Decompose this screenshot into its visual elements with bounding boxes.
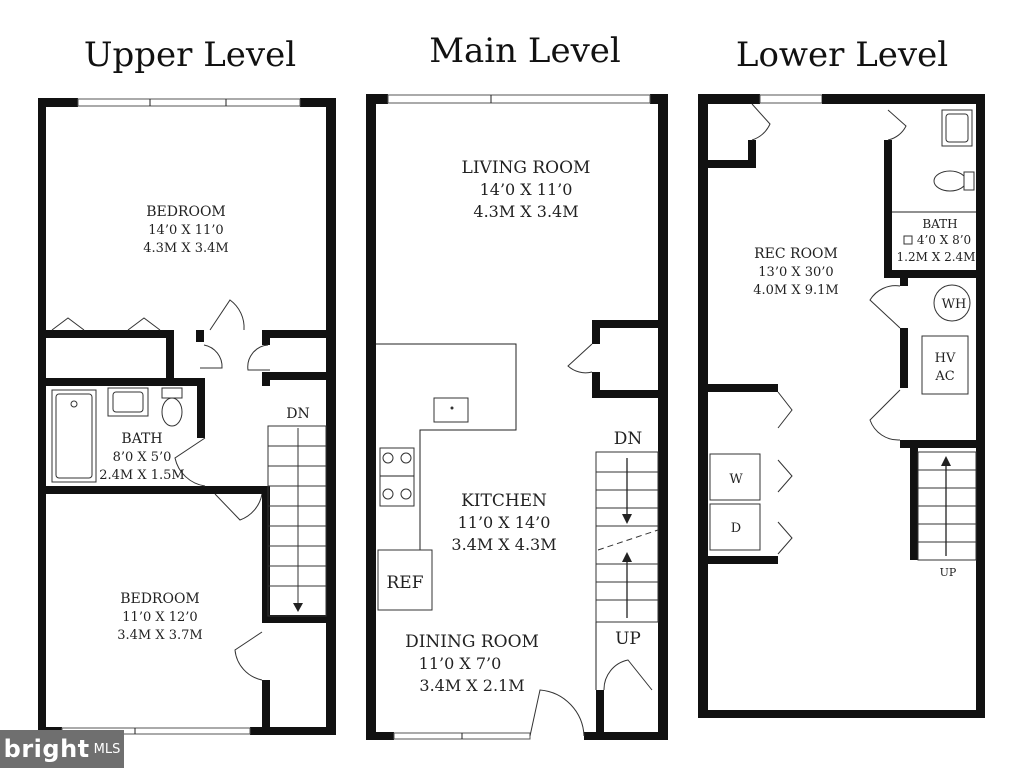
upper-bath-dim-ft: 8’0 X 5’0 [113,450,172,465]
refrigerator-icon [377,549,433,611]
upper-wall-top-right [300,98,336,107]
upper-bath-name: BATH [121,431,162,447]
lower-bath-dim-m: 1.2M X 2.4M [897,250,976,264]
upper-wall-left [38,98,46,735]
lower-toilet-icon [933,170,967,192]
kitchen-dim-ft: 11’0 X 14’0 [458,513,551,532]
upper-bedroom2-dim-ft: 11’0 X 12’0 [122,610,197,625]
lower-wall-left [698,94,708,718]
main-top-window [387,94,651,104]
main-staircase [595,451,659,623]
kitchen-dim-m: 3.4M X 4.3M [451,535,556,554]
upper-bath-dim-m: 2.4M X 1.5M [99,468,185,483]
upper-bedroom2-door-a [214,493,263,521]
upper-bath-right-wall [197,378,205,438]
lower-wall-right [976,94,985,718]
watermark-brand: bright [3,735,90,763]
upper-top-window [77,98,301,107]
main-level-plan: Main Level [366,31,668,740]
utility-door-bottom [869,389,901,441]
upper-bedroom2-door [234,631,263,681]
living-room-dim-m: 4.3M X 3.4M [473,202,578,221]
rec-room-dim-m: 4.0M X 9.1M [753,283,839,298]
upper-bedroom1-dim-ft: 14’0 X 11’0 [148,223,223,238]
lower-bath-left-wall [884,140,892,275]
washer-label: W [729,472,743,487]
lower-bath-name: BATH [922,217,957,231]
main-entry-door [529,689,585,737]
dining-room-dim-ft: 11’0 X 7’0 [419,654,502,673]
upper-bath-door [174,437,206,487]
upper-wall-top-left [38,98,78,107]
living-room-dim-ft: 14’0 X 11’0 [480,180,573,199]
rec-room-name: REC ROOM [754,246,838,262]
ref-label: REF [386,573,423,593]
upper-linen-wall [262,330,326,338]
down-arrow-icon [293,603,303,612]
watermark-suffix: MLS [93,741,121,757]
water-heater-icon [933,284,971,322]
dining-room-dim-m: 3.4M X 2.1M [419,676,524,695]
dryer-icon [709,503,761,551]
up-arrow-icon [941,456,951,466]
closet-door-left [51,317,85,331]
utility-door-top [869,285,901,329]
lower-bath-dim-ft: 4’0 X 8’0 [917,233,971,247]
wh-label: WH [942,297,967,312]
upper-stair-label: DN [286,406,309,422]
main-closet-door [567,343,593,374]
upper-bath-top-wall [46,378,204,386]
dining-room-name: DINING ROOM [405,632,539,652]
hvac-icon [921,335,969,395]
washer-icon [709,453,761,501]
upper-staircase [267,425,327,617]
upper-wall-bottom-right [250,727,336,735]
upper-bedroom2-name: BEDROOM [120,591,200,607]
hvac-label-1: HV [935,351,956,366]
main-stair-up-label: UP [615,629,641,649]
upper-wall-right [326,98,336,735]
upper-level-title: Upper Level [84,35,296,75]
stove-icon [379,447,415,507]
lower-bath-bottom-wall [884,270,976,278]
down-arrow-icon [622,514,632,524]
bright-mls-watermark: bright MLS [0,730,124,768]
lower-bath-door [887,109,907,141]
lower-closet-door [751,103,771,141]
hvac-label-2: AC [934,369,954,384]
upper-bedroom1-name: BEDROOM [146,204,226,220]
upper-level-plan: Upper Level [38,35,336,735]
main-wall-left [366,94,376,740]
upper-bedroom1-dim-m: 4.3M X 3.4M [143,241,229,256]
main-coat-closet-door [603,659,653,691]
dryer-label: D [731,521,741,536]
upper-bath-bottom-wall [46,486,210,494]
lower-top-window [759,94,823,104]
living-room-name: LIVING ROOM [462,158,591,178]
upper-bedroom2-dim-m: 3.4M X 3.7M [117,628,203,643]
main-level-title: Main Level [429,31,621,71]
upper-bedroom1-door [209,299,245,331]
lower-level-title: Lower Level [736,35,948,75]
main-wall-right [658,94,668,740]
kitchen-sink-icon [433,397,469,423]
lower-staircase [917,451,977,561]
main-stair-dn-label: DN [614,429,643,449]
lower-level-plan: Lower Level WH HV AC [698,35,985,718]
closet-door-right [127,317,161,331]
upper-closet-wall [46,330,166,338]
up-arrow-icon [622,552,632,562]
kitchen-counter-outline [376,343,517,552]
lower-stair-up-label: UP [940,566,957,579]
rec-room-dim-ft: 13’0 X 30’0 [758,265,833,280]
kitchen-name: KITCHEN [461,491,547,511]
toilet-icon [161,387,183,399]
